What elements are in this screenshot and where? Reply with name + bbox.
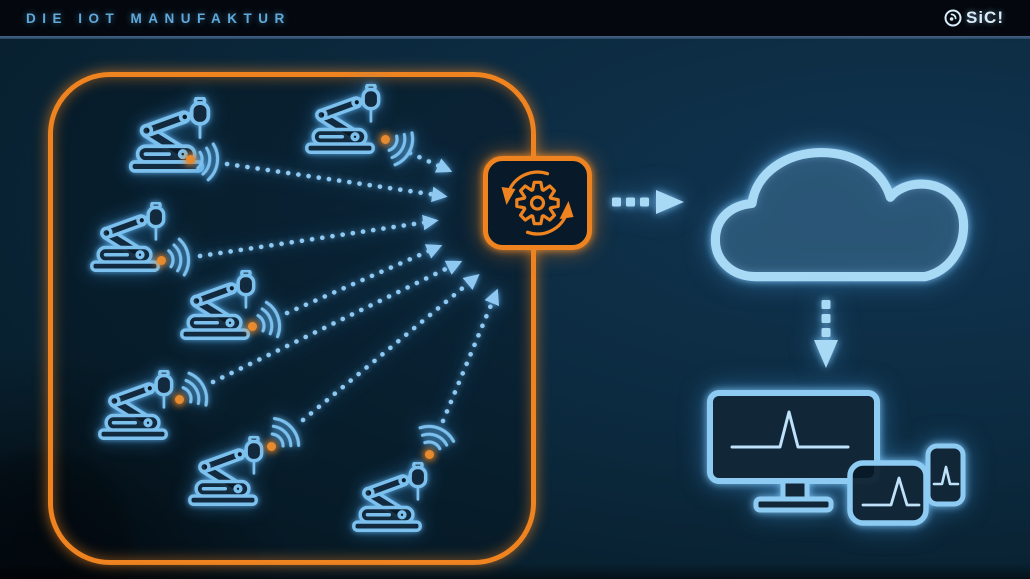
robot-arm-icon bbox=[178, 436, 278, 507]
wifi-signal-icon bbox=[175, 399, 187, 407]
header-divider bbox=[0, 36, 1030, 39]
data-flow-arrow bbox=[210, 260, 463, 385]
sic-logo-icon bbox=[944, 9, 962, 27]
wifi-signal-icon bbox=[429, 454, 437, 462]
wifi-signal-icon bbox=[157, 260, 169, 268]
data-flow-arrow bbox=[284, 244, 443, 316]
data-flow-arrow bbox=[300, 274, 480, 423]
wifi-dot bbox=[381, 135, 390, 144]
robot-arm-icon bbox=[342, 462, 442, 533]
cloud-icon bbox=[710, 147, 969, 282]
data-flow-arrow bbox=[224, 161, 448, 203]
monitor-chart-icon bbox=[707, 390, 880, 513]
wifi-dot bbox=[175, 395, 184, 404]
wifi-signal-icon bbox=[271, 446, 279, 454]
data-flow-arrow bbox=[440, 288, 500, 424]
robot-arm-icon bbox=[295, 84, 395, 155]
header-bar: DIE IOT MANUFAKTUR SiC! bbox=[0, 0, 1030, 36]
client-devices bbox=[707, 390, 966, 526]
wifi-dot bbox=[157, 256, 166, 265]
brand-logo: SiC! bbox=[943, 8, 1004, 28]
phone-chart-icon bbox=[925, 443, 966, 507]
page-title: DIE IOT MANUFAKTUR bbox=[26, 10, 291, 26]
gateway-node bbox=[483, 156, 592, 250]
data-flow-arrow bbox=[407, 150, 453, 173]
wifi-signal-icon bbox=[186, 159, 198, 167]
sync-gear-icon bbox=[501, 170, 574, 236]
cloud-to-devices-arrow bbox=[814, 300, 838, 368]
wifi-signal-icon bbox=[381, 139, 393, 147]
wifi-dot bbox=[186, 155, 195, 164]
wifi-dot bbox=[248, 322, 257, 331]
brand-logo-text: SiC! bbox=[966, 8, 1004, 27]
gateway-to-cloud-arrow bbox=[612, 190, 684, 214]
wifi-dot bbox=[425, 450, 434, 459]
wifi-dot bbox=[267, 442, 276, 451]
tablet-chart-icon bbox=[847, 460, 929, 526]
data-flow-arrow bbox=[197, 214, 439, 259]
wifi-signal-icon bbox=[248, 326, 260, 334]
factory-boundary-frame bbox=[48, 72, 536, 565]
